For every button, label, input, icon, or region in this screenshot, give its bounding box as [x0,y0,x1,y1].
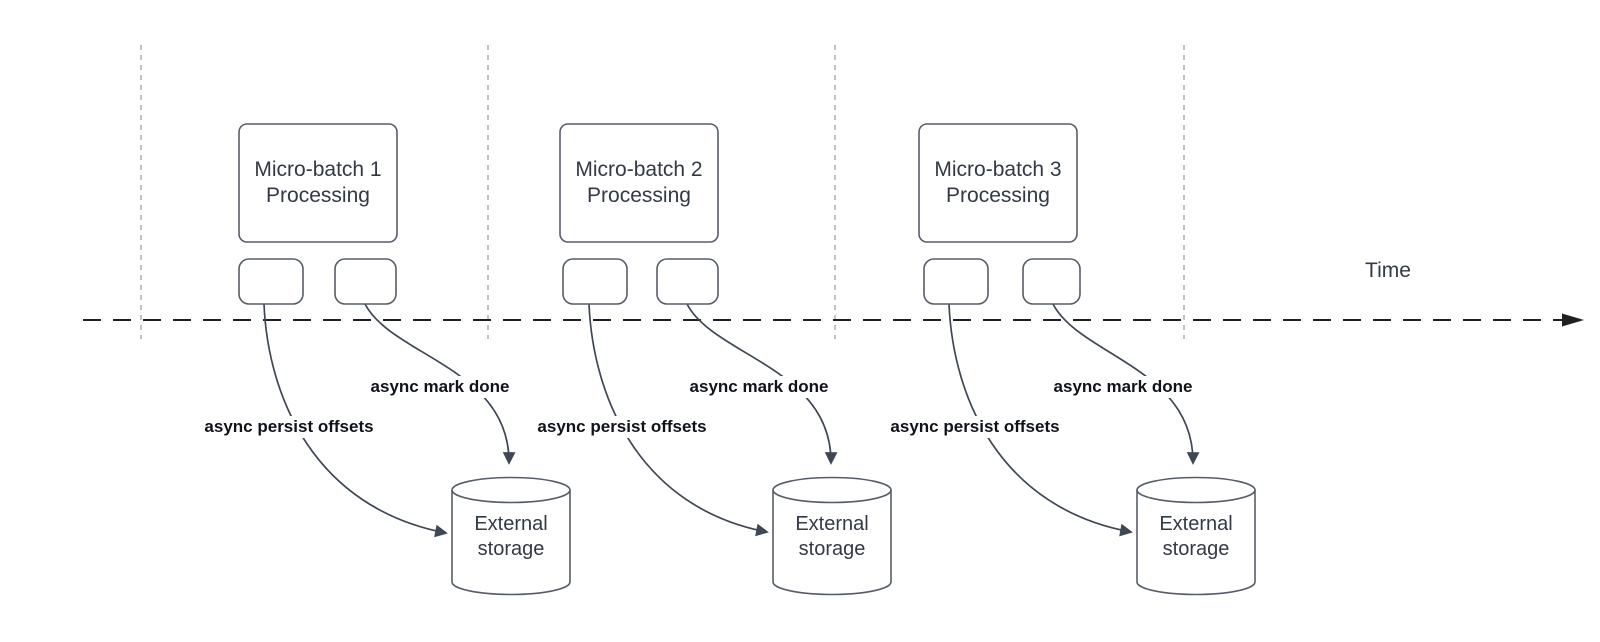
micro-batch-subtitle: Processing [266,184,370,207]
small-task-box-right [656,258,719,305]
mark-done-label: async mark done [367,376,513,398]
mark-done-label: async mark done [1050,376,1196,398]
storage-label-line1: External [795,513,869,535]
small-task-box-right [334,258,397,305]
mark-done-arrow [1052,303,1200,465]
persist-offsets-label: async persist offsets [887,416,1063,438]
micro-batch-box [918,123,1078,243]
timeline-arrowhead [1562,313,1584,327]
storage-cylinder-body [772,490,892,596]
external-storage-label: External storage [474,512,547,562]
persist-offsets-label: async persist offsets [201,416,377,438]
storage-label-line1: External [474,513,548,535]
micro-batch-subtitle: Processing [946,184,1050,207]
micro-batch-box-label: Micro-batch 1 Processing [254,157,381,209]
mark-done-arrow [686,303,838,465]
small-task-box-left [923,258,989,305]
micro-batch-box [559,123,719,243]
small-task-box-right [1022,258,1081,305]
storage-cylinder-top [451,476,571,504]
storage-label-line2: storage [1162,538,1230,560]
small-task-box-left [562,258,628,305]
micro-batch-subtitle: Processing [587,184,691,207]
persist-offsets-arrow [588,303,769,537]
storage-cylinder-top [772,476,892,504]
micro-batch-box-label: Micro-batch 3 Processing [934,157,1061,209]
micro-batch-box [238,123,398,243]
micro-batch-title: Micro-batch 2 [575,158,703,181]
mark-done-label: async mark done [686,376,832,398]
micro-batch-title: Micro-batch 1 [254,158,382,181]
persist-offsets-arrow [263,303,448,538]
external-storage-label: External storage [795,512,868,562]
time-label: Time [1365,259,1411,282]
storage-cylinder-body [451,490,571,596]
persist-offsets-arrow [948,303,1133,537]
storage-cylinder-top [1136,476,1256,504]
persist-offsets-label: async persist offsets [534,416,710,438]
mark-done-arrow [364,303,516,465]
small-task-box-left [238,258,304,305]
micro-batch-group-3 [918,123,1256,596]
micro-batch-box-label: Micro-batch 2 Processing [575,157,702,209]
storage-label-line1: External [1159,513,1233,535]
micro-batch-group-2 [559,123,892,596]
storage-label-line2: storage [798,538,866,560]
external-storage-label: External storage [1159,512,1232,562]
micro-batch-group-1 [238,123,571,596]
storage-label-line2: storage [477,538,545,560]
micro-batch-title: Micro-batch 3 [934,158,1062,181]
storage-cylinder-body [1136,490,1256,596]
